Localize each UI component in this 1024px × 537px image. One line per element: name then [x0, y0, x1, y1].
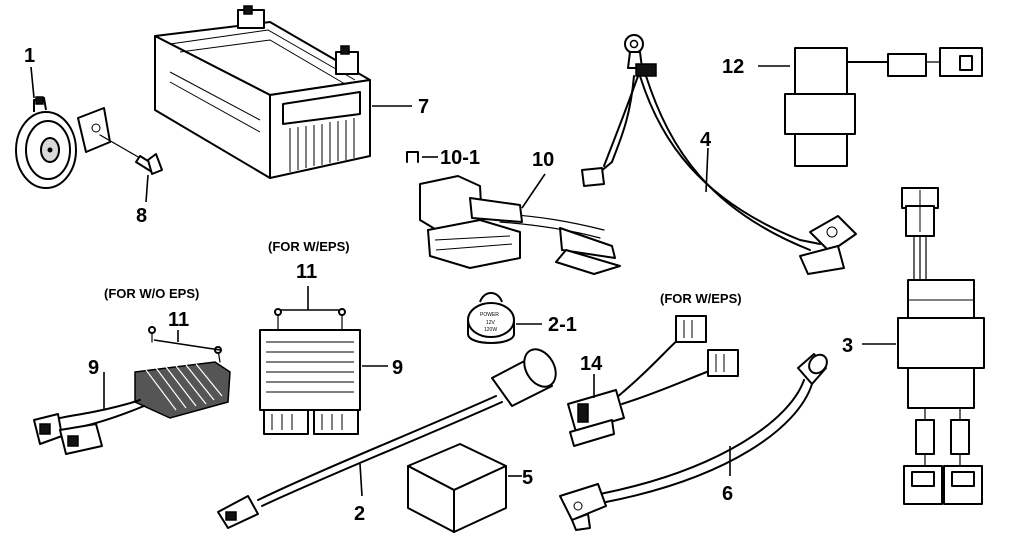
- label-part-11-right: 11: [296, 261, 317, 283]
- label-part-14: 14: [580, 353, 603, 375]
- relay-12: [784, 47, 983, 167]
- label-part-8: 8: [136, 205, 147, 227]
- battery: [154, 5, 371, 179]
- label-part-6: 6: [722, 483, 733, 505]
- label-part-12: 12: [722, 56, 744, 78]
- label-part-9-right: 9: [392, 357, 403, 379]
- label-part-10: 10: [532, 149, 554, 171]
- label-part-2-1: 2-1: [548, 314, 577, 336]
- eps-harness-14: [567, 315, 739, 447]
- socket-cap-wattage-text: 120W: [484, 327, 497, 333]
- harness-unit-3: [897, 187, 985, 505]
- note-for-w-eps-regulator: (FOR W/EPS): [268, 239, 350, 254]
- label-part-1: 1: [24, 45, 35, 67]
- regulator-left: [33, 326, 231, 455]
- note-for-wo-eps: (FOR W/O EPS): [104, 286, 199, 301]
- label-part-9-left: 9: [88, 357, 99, 379]
- socket-cap-power-text: POWER: [480, 312, 499, 318]
- label-part-11-left: 11: [168, 309, 189, 331]
- battery-cable-6: [559, 353, 828, 531]
- note-for-w-eps-harness: (FOR W/EPS): [660, 291, 742, 306]
- label-part-4: 4: [700, 129, 712, 151]
- socket-cap: POWER 12V 120W: [467, 292, 515, 344]
- horn: [15, 96, 111, 189]
- power-socket-harness: [217, 348, 557, 529]
- label-part-3: 3: [842, 335, 853, 357]
- label-part-5: 5: [522, 467, 533, 489]
- starter-relay: [419, 175, 621, 275]
- clip-10-1-icon: [406, 151, 419, 163]
- box-5: [407, 443, 507, 533]
- label-part-7: 7: [418, 96, 429, 118]
- horn-screw: [99, 134, 163, 175]
- battery-cable-harness: [581, 34, 857, 275]
- label-part-10-1: 10-1: [440, 147, 480, 169]
- label-part-2: 2: [354, 503, 365, 525]
- socket-cap-voltage-text: 12V: [486, 320, 496, 326]
- regulator-right: [259, 308, 361, 435]
